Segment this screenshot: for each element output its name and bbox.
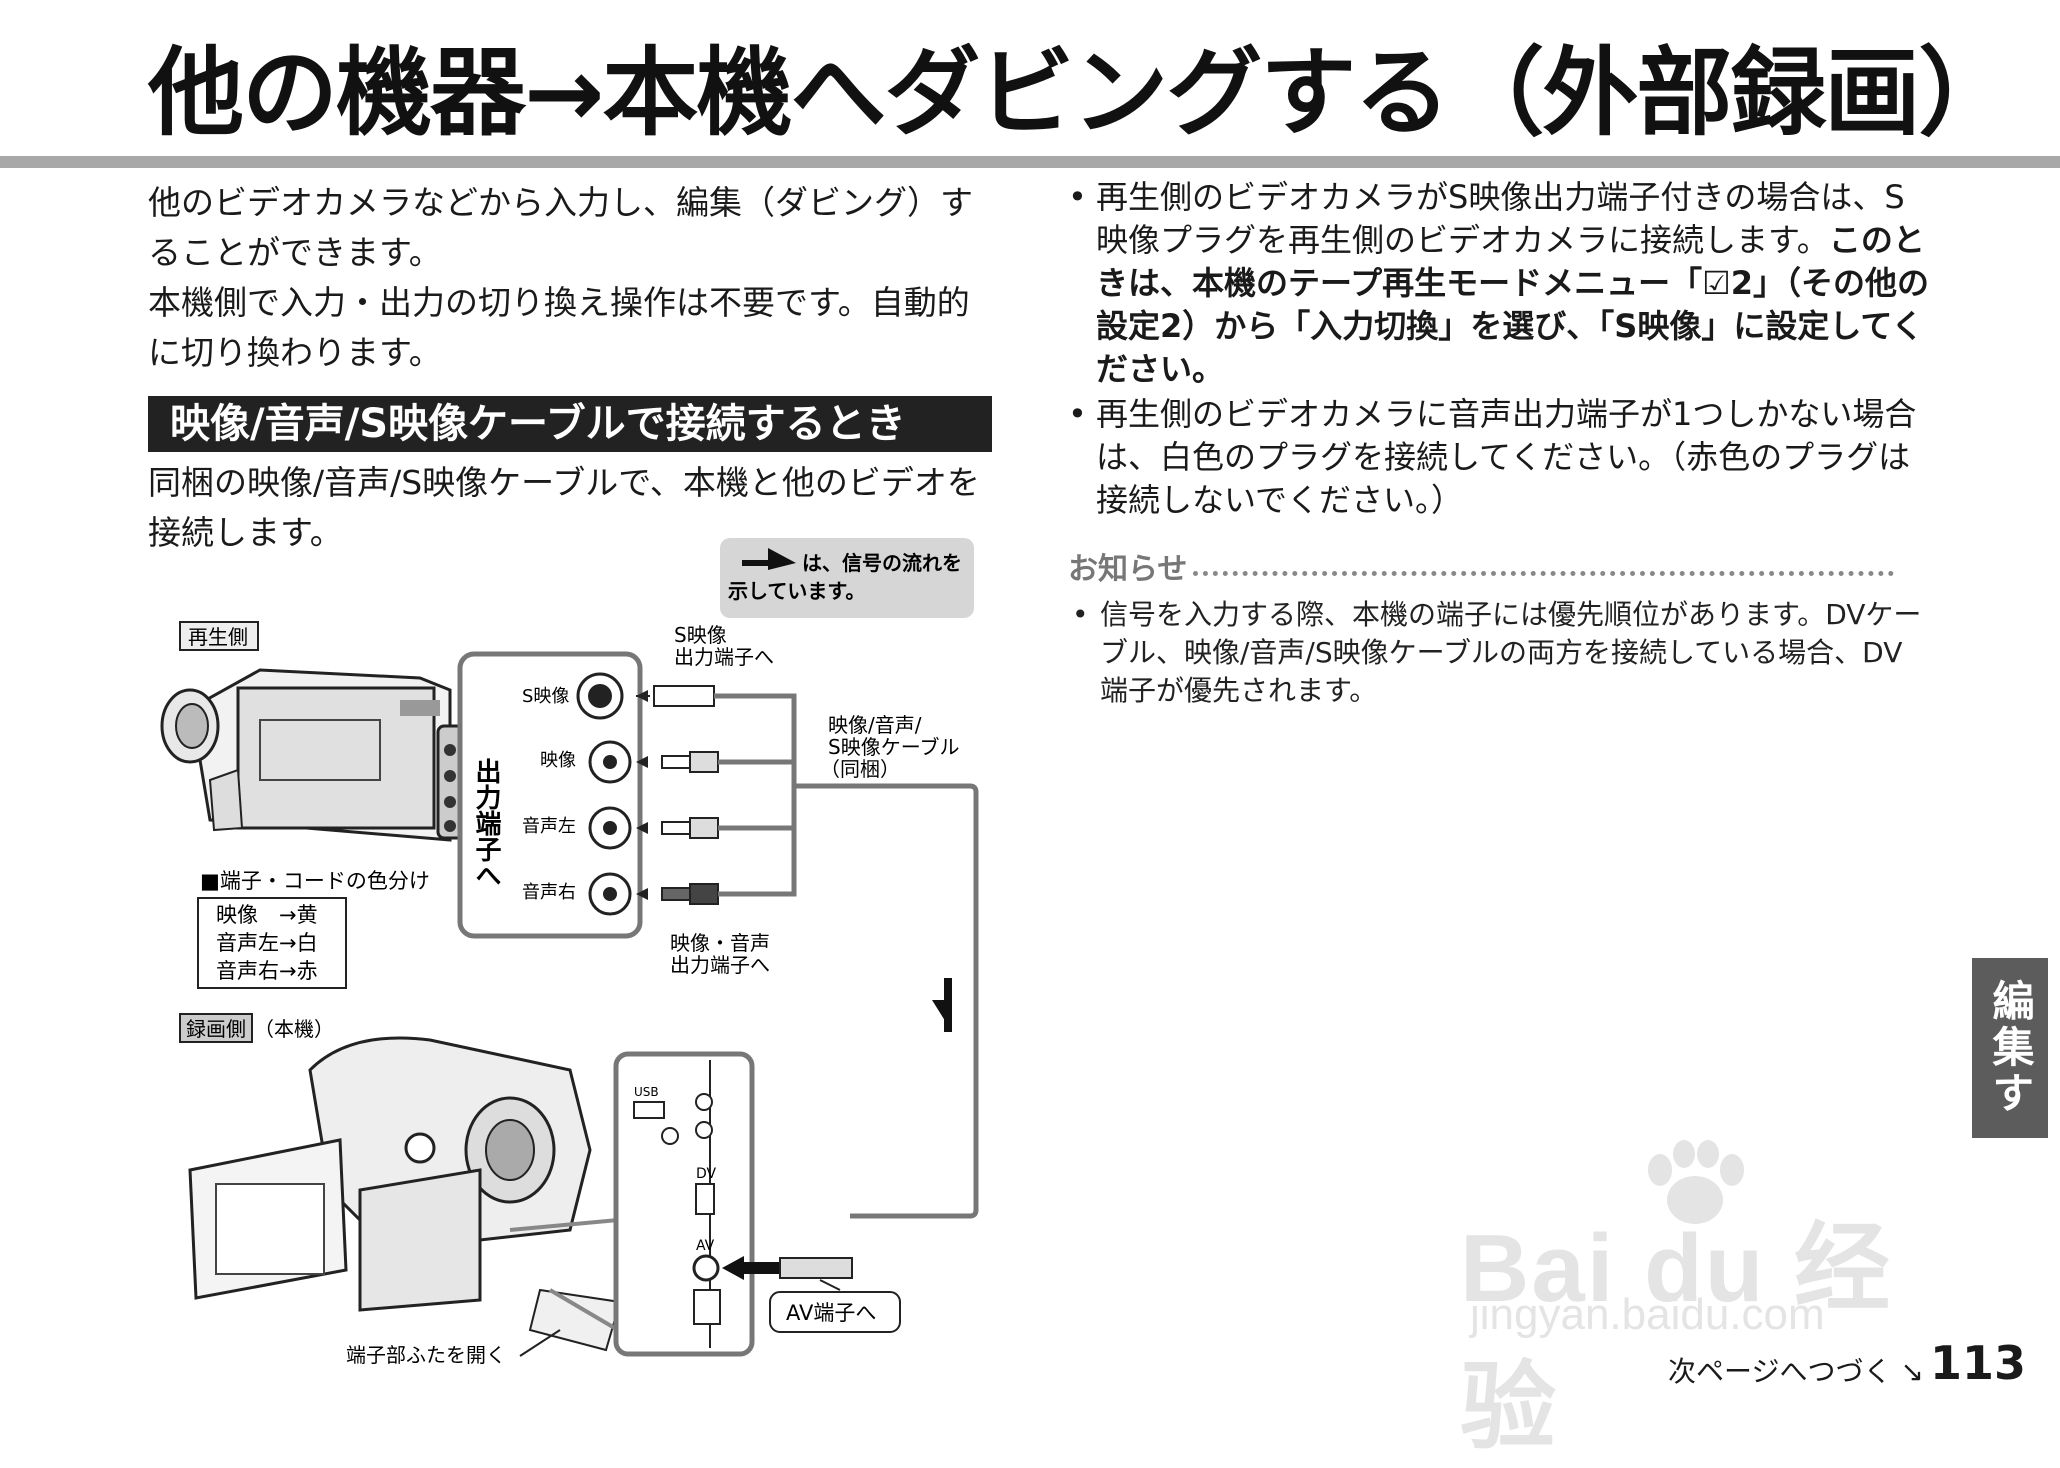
intro: 他のビデオカメラなどから入力し、編集（ダビング）することができます。 本機側で入… — [148, 178, 998, 378]
panel-av-label: AV — [696, 1238, 715, 1254]
legend-line-1: は、信号の流れを — [802, 551, 962, 575]
av-terminal-label: AV端子へ — [786, 1301, 876, 1325]
connection-diagram: は、信号の流れを 示しています。 再生側 出力端子へ S映像 映像 音声左 音声… — [150, 530, 1010, 1390]
right-column: • 再生側のビデオカメラがS映像出力端子付きの場合は、S映像プラグを再生側のビデ… — [1068, 176, 1930, 710]
cable-label-line-3: （同梱） — [820, 757, 900, 781]
output-terminal-vertical-label: 出力端子へ — [471, 758, 501, 888]
av-terminal-callout — [769, 1291, 901, 1333]
next-page-label: 次ページへつづく ↘ — [1668, 1350, 1924, 1390]
connection-diagram-svg: は、信号の流れを 示しています。 再生側 出力端子へ S映像 映像 音声左 音声… — [160, 538, 979, 1367]
video-plug-icon — [636, 751, 719, 773]
next-page-text: 次ページへつづく — [1668, 1355, 1892, 1388]
section-text: 同梱の映像/音声/S映像ケーブルで、本機と他のビデオを接続します。 — [148, 463, 980, 552]
cable-label-line-1: 映像/音声/ — [828, 713, 922, 737]
recording-label-box — [179, 1013, 253, 1043]
page-title: 他の機器→本機へダビングする（外部録画） — [148, 37, 2014, 149]
color-legend-row-2: 音声左→白 — [216, 931, 318, 955]
dc-port-icon — [693, 1289, 721, 1325]
s-video-out-line-2: 出力端子へ — [674, 645, 774, 669]
intro-paragraph-1: 他のビデオカメラなどから入力し、編集（ダビング）することができます。 — [148, 183, 973, 272]
notice-text: 信号を入力する際、本機の端子には優先順位があります。DVケーブル、映像/音声/S… — [1100, 598, 1922, 707]
playback-label: 再生側 — [188, 625, 248, 649]
color-legend-title: ■端子・コードの色分け — [200, 869, 430, 893]
next-page-arrow-icon: ↘ — [1900, 1355, 1924, 1388]
av-out-line-1: 映像・音声 — [670, 931, 770, 955]
page-number: 113 — [1930, 1336, 2027, 1390]
notice-heading: お知らせ — [1068, 544, 1930, 588]
s-video-plug-icon — [636, 685, 715, 707]
signal-flow-arrow-icon — [742, 548, 796, 570]
section-heading: 映像/音声/S映像ケーブルで接続するとき — [148, 396, 992, 452]
terminal-panel — [613, 1051, 755, 1357]
intro-paragraph-2: 本機側で入力・出力の切り換え操作は不要です。自動的に切り換わります。 — [148, 283, 970, 372]
s-video-jack-icon — [576, 672, 624, 720]
bullet-item-1: • 再生側のビデオカメラがS映像出力端子付きの場合は、S映像プラグを再生側のビデ… — [1068, 176, 1930, 391]
bullet-1-text: 再生側のビデオカメラがS映像出力端子付きの場合は、S映像プラグを再生側のビデオカ… — [1096, 178, 1905, 259]
notice-dot: • — [1072, 598, 1089, 631]
headphone-jack-icon — [695, 1093, 713, 1139]
jack-label-s-video: S映像 — [522, 686, 569, 707]
s-video-out-line-1: S映像 — [674, 623, 727, 647]
color-legend-row-3: 音声右→赤 — [216, 959, 318, 983]
recording-camera — [188, 1036, 622, 1352]
usb-port-icon — [633, 1101, 665, 1119]
title-rule — [0, 156, 2060, 168]
recording-label-sub: （本機） — [254, 1017, 334, 1041]
bullet-list: • 再生側のビデオカメラがS映像出力端子付きの場合は、S映像プラグを再生側のビデ… — [1068, 176, 1930, 522]
audio-left-plug-icon — [636, 817, 719, 839]
indicator-icon — [661, 1127, 679, 1145]
bullet-2-text: 再生側のビデオカメラに音声出力端子が1つしかない場合は、白色のプラグを接続してく… — [1096, 395, 1917, 519]
cable-to-av — [794, 783, 979, 1219]
watermark-sub: jingyan.baidu.com — [1470, 1290, 1825, 1339]
bullet-dot: • — [1068, 395, 1087, 433]
cable-label-line-2: S映像ケーブル — [828, 735, 960, 759]
panel-usb-label: USB — [634, 1085, 659, 1099]
cover-open-label: 端子部ふたを開く — [346, 1343, 506, 1367]
panel-dv-label: DV — [696, 1166, 717, 1182]
audio-right-jack-icon — [588, 872, 632, 916]
output-terminal-panel — [457, 651, 643, 939]
recording-label: 録画側 — [186, 1017, 246, 1041]
cable-bundle — [714, 693, 797, 897]
bullet-item-2: • 再生側のビデオカメラに音声出力端子が1つしかない場合は、白色のプラグを接続し… — [1068, 393, 1930, 522]
av-callout-line — [819, 1279, 841, 1291]
av-port-icon — [692, 1254, 720, 1282]
audio-left-jack-icon — [588, 806, 632, 850]
notice-dotted-rule — [1193, 557, 1894, 576]
zoom-line — [509, 1218, 619, 1232]
paw-icon — [1648, 1140, 1744, 1224]
jack-label-audio-left: 音声左 — [522, 816, 576, 837]
playback-camera — [160, 668, 480, 842]
side-tab[interactable]: 編集する — [1910, 958, 2048, 1138]
watermark: Bai du 经验 jingyan.baidu.com — [1460, 1140, 1930, 1461]
bullet-1-bold: このときは、本機のテープ再生モードメニュー「☑2」（その他の設定2）から「入力切… — [1096, 221, 1930, 388]
legend-box — [720, 538, 974, 618]
color-legend-box — [197, 897, 347, 989]
dv-port-icon — [695, 1183, 715, 1215]
bullet-dot: • — [1068, 178, 1087, 216]
jack-label-video: 映像 — [540, 750, 576, 771]
signal-flow-down-arrow-icon — [932, 978, 952, 1032]
audio-right-plug-icon — [636, 883, 719, 905]
playback-label-box — [179, 621, 259, 651]
legend-line-2: 示しています。 — [728, 579, 865, 603]
color-legend-row-1: 映像 →黄 — [216, 903, 318, 927]
av-out-line-2: 出力端子へ — [670, 953, 770, 977]
zoom-line-2 — [548, 1288, 620, 1332]
notice-heading-text: お知らせ — [1068, 552, 1188, 587]
watermark-main: Bai du 经验 — [1460, 1215, 1893, 1461]
av-plug-icon — [722, 1256, 853, 1280]
jack-label-audio-right: 音声右 — [522, 882, 576, 903]
notice-item: • 信号を入力する際、本機の端子には優先順位があります。DVケーブル、映像/音声… — [1068, 596, 1930, 710]
video-jack-icon — [588, 740, 632, 784]
cover-open-line — [519, 1329, 561, 1357]
